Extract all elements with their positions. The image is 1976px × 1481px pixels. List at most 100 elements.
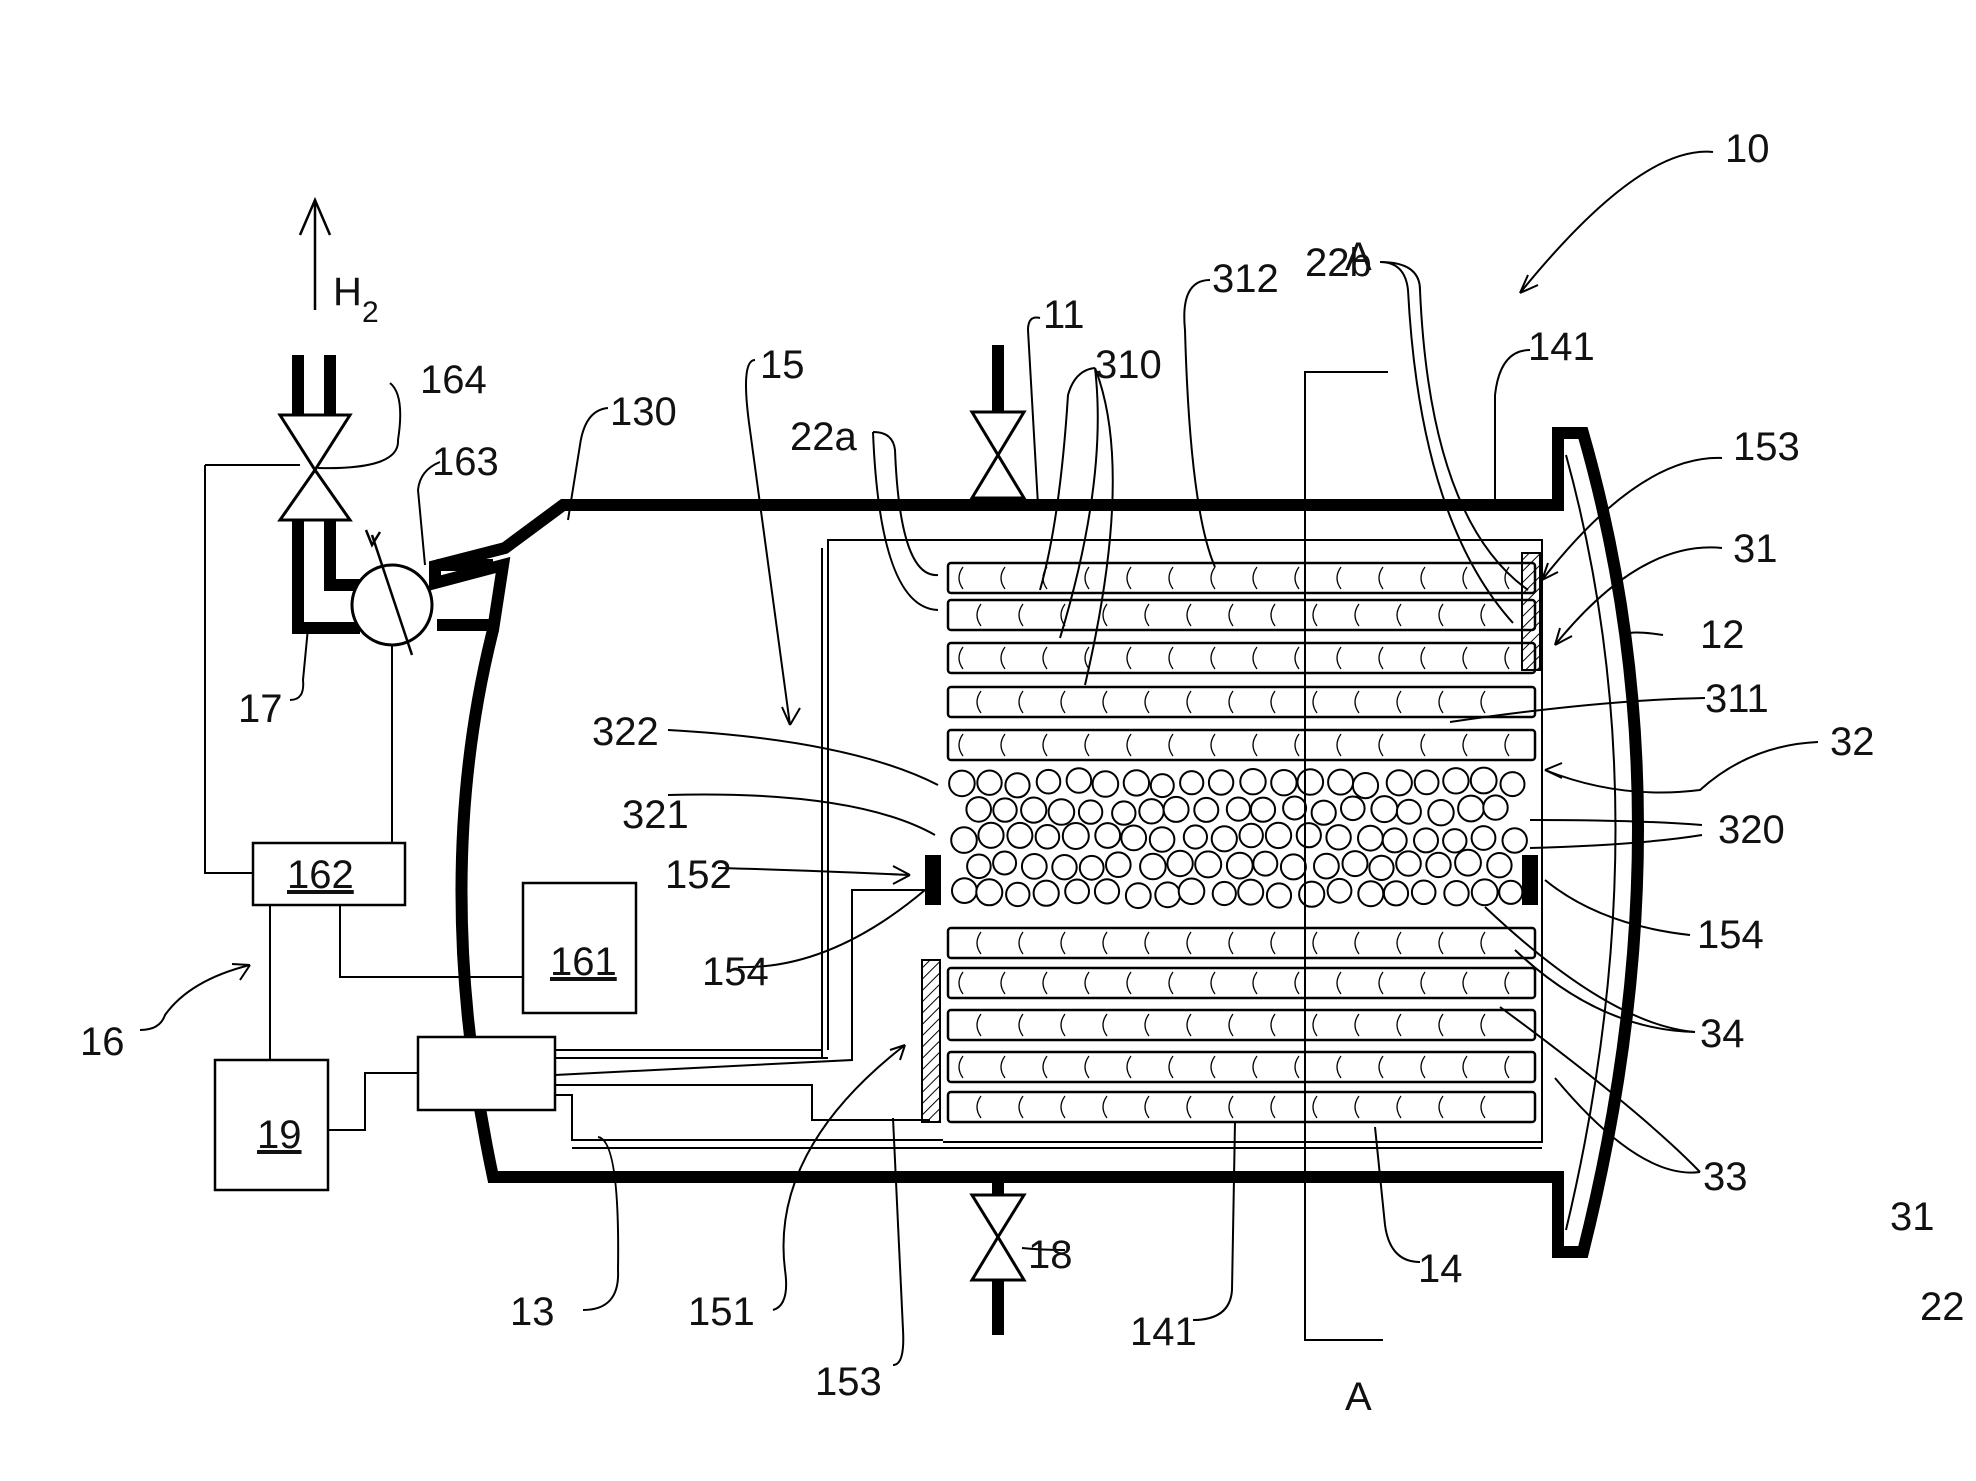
granule <box>951 827 977 853</box>
granule <box>978 823 1003 848</box>
controller-box <box>418 1037 555 1110</box>
label-320: 320 <box>1718 808 1785 852</box>
label-34: 34 <box>1700 1012 1745 1056</box>
pad-154-right <box>1522 855 1538 905</box>
granule <box>1371 796 1397 822</box>
granule <box>1314 854 1339 879</box>
label-17: 17 <box>238 687 283 731</box>
granule <box>1052 855 1076 879</box>
granule <box>1126 883 1151 908</box>
control-system <box>205 465 636 1190</box>
granule <box>1150 827 1175 852</box>
granule <box>1414 828 1438 852</box>
label-33: 33 <box>1703 1155 1748 1199</box>
granule <box>952 878 977 903</box>
plate-153-bottom <box>922 960 940 1122</box>
tube-row <box>948 600 1535 630</box>
granule <box>1271 770 1296 795</box>
label-h2-subscript: 2 <box>362 296 379 329</box>
granule <box>1007 823 1032 848</box>
granule <box>1299 882 1324 907</box>
granule <box>1037 770 1061 794</box>
tube <box>948 1092 1535 1122</box>
granule <box>1164 797 1189 822</box>
granule <box>1358 826 1383 851</box>
granule <box>1397 800 1421 824</box>
valve-164-lower <box>280 470 350 520</box>
granule <box>1443 829 1466 852</box>
granule <box>1267 883 1291 907</box>
granule <box>1036 825 1060 849</box>
label-a-bottom: A <box>1345 1375 1372 1419</box>
granule <box>1121 826 1146 851</box>
label-19: 19 <box>257 1113 302 1157</box>
granule <box>1501 772 1525 796</box>
granule <box>1487 853 1511 877</box>
label-152: 152 <box>665 853 732 897</box>
label-151: 151 <box>688 1290 755 1334</box>
label-13: 13 <box>510 1290 555 1334</box>
granule <box>1471 768 1497 794</box>
label-153-top: 153 <box>1733 425 1800 469</box>
granule <box>1384 881 1408 905</box>
tube-row <box>948 687 1535 717</box>
granule <box>1297 823 1321 847</box>
valve-164-upper <box>280 415 350 470</box>
tube <box>948 563 1535 593</box>
granule <box>1151 774 1174 797</box>
granule <box>1006 883 1029 906</box>
granule <box>1194 798 1218 822</box>
label-16: 16 <box>80 1020 125 1064</box>
granule <box>1251 798 1275 822</box>
label-18: 18 <box>1028 1233 1073 1277</box>
tube <box>948 1010 1535 1040</box>
granule <box>1063 823 1089 849</box>
granule <box>1106 852 1131 877</box>
granule <box>1167 851 1192 876</box>
tube-row <box>948 1092 1535 1122</box>
label-310: 310 <box>1095 343 1162 387</box>
granule <box>1428 800 1453 825</box>
label-22-stray: 22 <box>1920 1285 1965 1329</box>
granule <box>949 771 975 797</box>
granule <box>1343 851 1368 876</box>
granule <box>1184 825 1207 848</box>
granular-bed-32 <box>949 768 1527 909</box>
granule <box>1443 768 1468 793</box>
granule <box>1140 854 1166 880</box>
granule <box>1266 823 1291 848</box>
granule <box>1155 882 1180 907</box>
granule <box>1095 879 1119 903</box>
tube-row <box>948 968 1535 998</box>
label-312: 312 <box>1212 257 1279 301</box>
granule <box>1387 770 1412 795</box>
granule <box>1503 828 1527 852</box>
granule <box>967 855 991 879</box>
tube-row <box>948 928 1535 958</box>
tube <box>948 730 1535 760</box>
granule <box>1049 799 1075 825</box>
tube <box>948 600 1535 630</box>
granule <box>1412 881 1436 905</box>
granule <box>1426 853 1450 877</box>
granule <box>1499 881 1522 904</box>
tube-row <box>948 563 1535 593</box>
granule <box>1112 801 1135 824</box>
granule <box>1341 797 1365 821</box>
granule <box>1093 771 1119 797</box>
label-164: 164 <box>420 358 487 402</box>
labels: 10 11 310 312 22b 141 153 31 12 311 32 3… <box>80 127 1965 1419</box>
label-32: 32 <box>1830 720 1875 764</box>
label-161: 161 <box>550 940 617 984</box>
label-153-bottom: 153 <box>815 1360 882 1404</box>
tube <box>948 687 1535 717</box>
granule <box>1455 850 1481 876</box>
tube <box>948 1052 1535 1082</box>
granule <box>1179 879 1205 905</box>
tube <box>948 928 1535 958</box>
granule <box>1353 773 1378 798</box>
granule <box>1328 879 1352 903</box>
label-141-top: 141 <box>1528 325 1595 369</box>
label-322: 322 <box>592 710 659 754</box>
